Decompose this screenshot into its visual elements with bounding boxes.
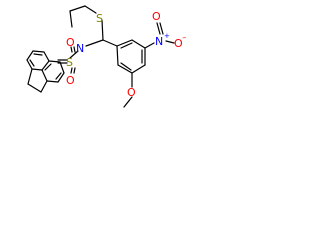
atom-n-ring: N bbox=[76, 42, 84, 55]
nitro-group bbox=[144, 22, 175, 49]
chemical-structure: S N S O O N + O O − O bbox=[26, 5, 186, 108]
nitro-methoxy-phenyl bbox=[116, 39, 146, 74]
thiazolidine-ring bbox=[69, 5, 104, 47]
c2-aryl-bond bbox=[102, 39, 118, 47]
nitro-n-charge: + bbox=[164, 32, 170, 40]
atom-o-sulfonyl-upper: O bbox=[66, 36, 75, 49]
atom-o-nitro-right: O bbox=[174, 37, 183, 50]
atom-o-sulfonyl-lower: O bbox=[66, 74, 75, 87]
atom-o-methoxy: O bbox=[127, 86, 136, 99]
acenaphthene-group bbox=[26, 50, 65, 93]
atom-s-ring: S bbox=[96, 12, 103, 25]
nitro-o-charge: − bbox=[182, 34, 186, 42]
methoxy-group bbox=[123, 72, 133, 108]
sulfonyl-group bbox=[57, 46, 79, 74]
atom-s-sulfonyl: S bbox=[66, 56, 73, 69]
atom-o-nitro-upper: O bbox=[152, 10, 161, 23]
atom-n-nitro: N bbox=[155, 35, 163, 48]
